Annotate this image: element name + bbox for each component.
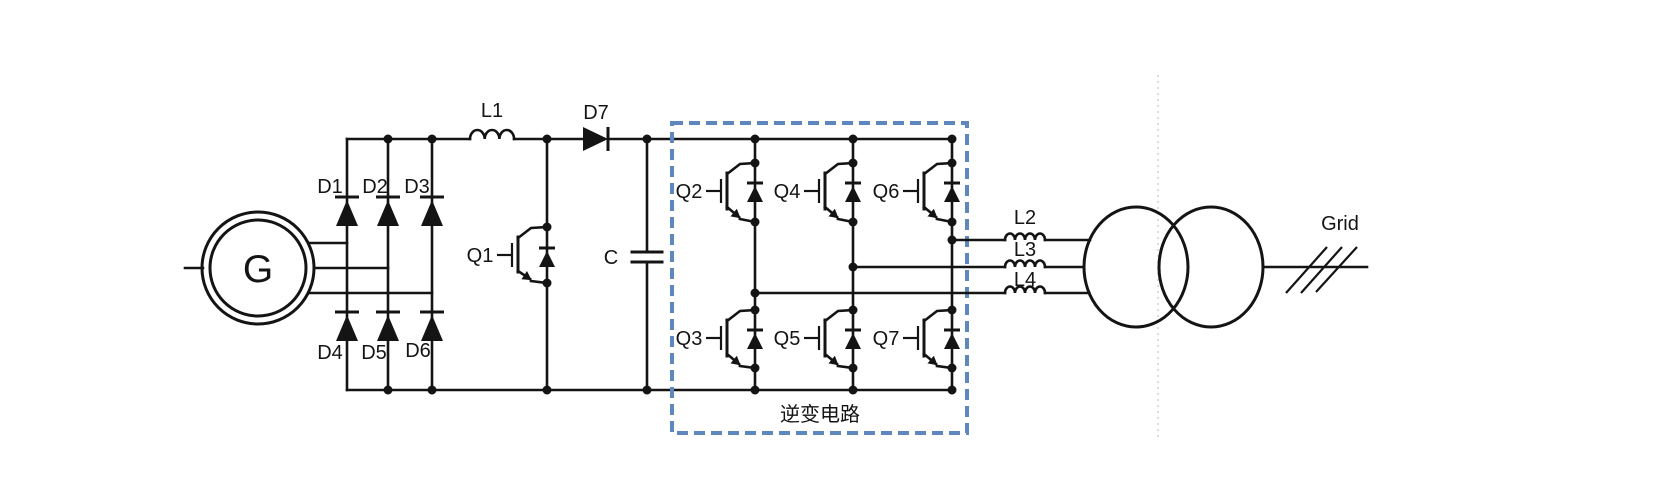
diode-d6-symbol: [420, 310, 444, 341]
inverter-dashed-box: [670, 121, 969, 435]
grid-connection: Grid: [1261, 213, 1369, 294]
diode-d6-label: D6: [405, 340, 431, 362]
three-phase-marker: [1285, 246, 1358, 294]
diode-d5-label: D5: [361, 342, 387, 364]
generator-label: G: [243, 248, 273, 291]
grid-label: Grid: [1321, 213, 1359, 235]
igbt-q2-label: Q2: [676, 181, 703, 203]
output-filter: L2 L3 L4: [753, 207, 1092, 295]
rectifier-bridge: D1 D2 D3 D4 D5 D6: [317, 137, 444, 392]
diode-d1-symbol: [335, 195, 359, 226]
generator-phase-wires: [307, 241, 434, 295]
inductor-l3-coil: [1003, 259, 1047, 269]
dc-bus-wires: [345, 137, 954, 392]
inductor-l1-label: L1: [481, 100, 503, 122]
diode-d3-label: D3: [404, 176, 430, 198]
transformer-secondary-circle: [1157, 205, 1265, 329]
inductor-l4-label: L4: [1014, 269, 1036, 291]
inductor-l1-symbol: L1: [468, 100, 516, 141]
inductor-l2-coil: [1003, 232, 1047, 242]
diode-d5-symbol: [376, 310, 400, 341]
igbt-q7-label: Q7: [873, 328, 900, 350]
transformer-symbol: [1082, 205, 1265, 329]
antiparallel-diode-icon: [539, 246, 555, 267]
igbt-q2-symbol: Q2: [676, 161, 763, 224]
igbt-q3-label: Q3: [676, 328, 703, 350]
transformer-primary-circle: [1082, 205, 1190, 329]
diode-d2-symbol: [376, 195, 400, 226]
inverter-box-label: 逆变电路: [780, 403, 860, 426]
igbt-q5-symbol: Q5: [774, 308, 861, 370]
generator-symbol: G: [183, 210, 316, 326]
diode-d2-label: D2: [362, 176, 388, 198]
inductor-l3-label: L3: [1014, 239, 1036, 261]
capacitor-c-symbol: C: [604, 137, 664, 392]
igbt-q4-label: Q4: [774, 181, 801, 203]
igbt-q4-symbol: Q4: [774, 161, 861, 224]
igbt-q6-label: Q6: [873, 181, 900, 203]
capacitor-c-label: C: [604, 247, 618, 269]
inductor-l2-label: L2: [1014, 207, 1036, 229]
igbt-q1-label: Q1: [467, 245, 494, 267]
inverter-section: 逆变电路 Q2 Q4: [670, 121, 969, 435]
diode-d1-label: D1: [317, 176, 343, 198]
igbt-q6-symbol: Q6: [873, 161, 960, 224]
igbt-q5-label: Q5: [774, 328, 801, 350]
diode-d7-label: D7: [583, 102, 609, 124]
igbt-q7-symbol: Q7: [873, 308, 960, 370]
junction-dots: [383, 134, 957, 395]
diode-d7-symbol: D7: [583, 102, 610, 151]
diode-d4-symbol: [335, 310, 359, 341]
igbt-q1-symbol: Q1: [467, 137, 555, 392]
diode-d4-label: D4: [317, 342, 343, 364]
generator-inner-circle: [208, 218, 308, 318]
igbt-q3-symbol: Q3: [676, 308, 763, 370]
diode-d3-symbol: [420, 195, 444, 226]
inductor-l4-coil: [1003, 285, 1047, 295]
